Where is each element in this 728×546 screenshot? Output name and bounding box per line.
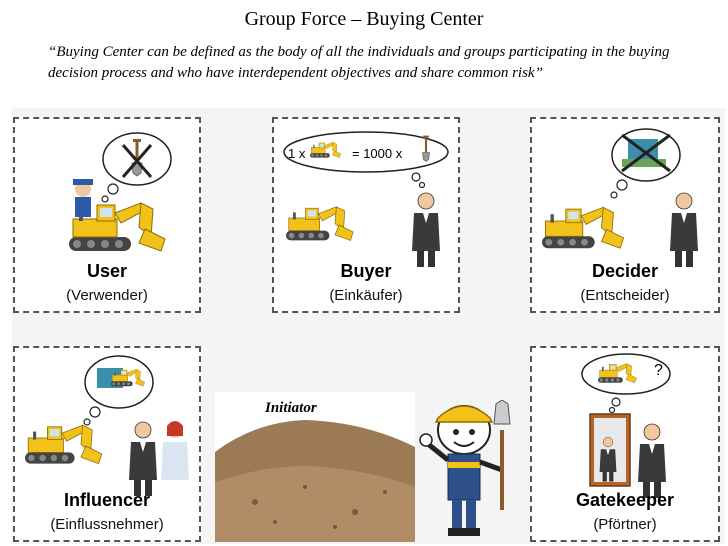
role-gatekeeper-sublabel: (Pförtner): [593, 516, 657, 533]
buyer-formula-left: 1 x: [288, 146, 306, 161]
operator-figure: [73, 179, 93, 217]
definition-quote: “Buying Center can be defined as the bod…: [48, 44, 670, 81]
role-gatekeeper-label: Gatekeeper: [575, 490, 675, 510]
role-user-label: User: [86, 261, 128, 281]
role-decider-label: Decider: [591, 261, 659, 281]
role-card-buyer: 1 x = 1000 x Buyer (Einkäufer): [272, 117, 460, 313]
role-decider-sublabel: (Entscheider): [580, 287, 670, 304]
decider-illustration: [541, 128, 699, 268]
buyer-illustration: [283, 131, 449, 268]
initiator-label: Initiator: [265, 400, 317, 416]
role-card-influencer: Influencer (Einflussnehmer): [13, 346, 201, 542]
role-card-decider: Decider (Entscheider): [530, 117, 720, 313]
user-illustration: [68, 132, 172, 252]
role-influencer-sublabel: (Einflussnehmer): [50, 516, 164, 533]
role-card-user: User (Verwender): [13, 117, 201, 313]
role-buyer-label: Buyer: [340, 261, 392, 281]
role-card-gatekeeper: ? Gatekeeper (Pförtner): [530, 346, 720, 542]
gatekeeper-illustration: [581, 353, 671, 498]
gatekeeper-question-mark: ?: [654, 362, 663, 379]
influencer-illustration: [24, 355, 189, 497]
buyer-formula-right: = 1000 x: [352, 146, 403, 161]
page-title: Group Force – Buying Center: [244, 8, 484, 30]
role-buyer-sublabel: (Einkäufer): [329, 287, 403, 304]
dirt-pile-image: [215, 392, 415, 542]
role-user-sublabel: (Verwender): [66, 287, 148, 304]
construction-worker-illustration: [419, 400, 511, 536]
role-influencer-label: Influencer: [63, 490, 151, 510]
